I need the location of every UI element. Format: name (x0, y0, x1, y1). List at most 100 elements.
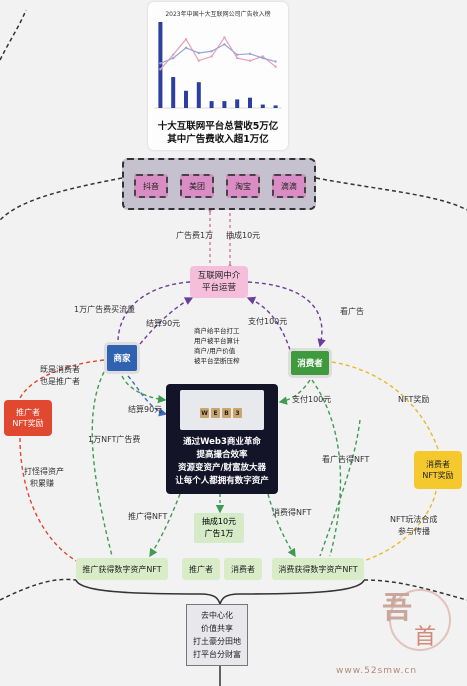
chart-point (248, 59, 252, 62)
watermark-url: www.52smw.cn (336, 666, 418, 676)
ad-revenue-chart-card: 2023年中国十大互联网公司广告收入榜 十大互联网平台总营收5万亿 其中广告费收… (148, 2, 288, 150)
platform-douyin: 抖音 (134, 174, 168, 198)
flow-merchant-settle (127, 375, 168, 417)
loop-left (19, 359, 105, 563)
chart-line (160, 43, 276, 64)
chart-point (172, 53, 175, 56)
tile-3: 3 (233, 408, 242, 418)
intermediary-line-1: 互联网中介 (197, 271, 241, 281)
promoter-line-2: NFT奖励 (12, 419, 44, 428)
flow-settle-90 (139, 297, 194, 345)
loop-right (331, 361, 439, 563)
values-box: 去中心化 价值共享 打土豪分田地 打平台分财富 (186, 604, 248, 666)
chart-point (236, 53, 239, 56)
label-consume-nft: 消费得NFT (272, 508, 312, 517)
value-1: 去中心化 (201, 611, 233, 620)
chart-point (274, 65, 277, 68)
chart-point (184, 38, 188, 41)
value-2: 价值共享 (201, 624, 233, 633)
chart-bar (260, 104, 265, 108)
label-promote-nft: 推广得NFT (128, 512, 168, 521)
intermediary-platform: 互联网中介 平台运营 (190, 266, 248, 298)
flow-watch-ad (247, 281, 326, 348)
chart-bar (222, 101, 227, 108)
chart-point (197, 59, 200, 62)
flow-consumer-nft (311, 379, 342, 557)
chart-point (172, 56, 175, 60)
problem-1: 商户给平台打工 (194, 327, 240, 335)
label-ad-fee: 广告费1万 (176, 231, 214, 240)
problem-3: 商户/用户价值 (194, 347, 236, 355)
core-line-3: 资源变资产/财富放大器 (177, 463, 267, 473)
platform-taobao: 淘宝 (226, 174, 260, 198)
chart-bar (184, 90, 188, 108)
core-line-4: 让每个人都拥有数字资产 (175, 476, 269, 486)
chart-point (261, 55, 264, 58)
chart-title: 2023年中国十大互联网公司广告收入榜 (165, 11, 271, 18)
tile-w: W (200, 408, 209, 418)
label-settle-90-mid: 结算90元 (128, 405, 163, 414)
chart-bar (235, 99, 240, 108)
chart-point (248, 52, 252, 56)
chart-bar (158, 22, 163, 108)
caption-line-2: 其中广告费收入超1万亿 (167, 134, 269, 145)
chart-bar (273, 105, 278, 108)
chart-point (261, 56, 264, 60)
value-3: 打土豪分田地 (193, 637, 241, 646)
flow-pay-100 (246, 296, 291, 351)
label-watch-ad: 看广告 (340, 307, 364, 316)
chart-point (274, 60, 277, 63)
arc-top-right (315, 177, 467, 211)
label-nft-play-2: 参与传播 (398, 527, 430, 536)
svg-text:首: 首 (414, 625, 436, 650)
label-both-roles-1: 既是消费者 (40, 365, 80, 374)
chart-point (159, 62, 162, 65)
chart-point (159, 68, 162, 71)
chart-point (210, 55, 213, 58)
label-watch-ad-nft: 看广告得NFT (322, 455, 370, 464)
flow-consumer-core (278, 379, 311, 405)
pool-line-1: 抽成10元 (201, 517, 237, 526)
chart-point (223, 43, 226, 46)
platform-meituan: 美团 (180, 174, 214, 198)
arc-top-left (0, 177, 123, 221)
label-both-roles-2: 也是推广者 (40, 377, 80, 386)
chart-bar (196, 82, 201, 108)
consumer-reward-line-2: NFT奖励 (422, 471, 454, 480)
chart-bar (171, 77, 176, 108)
chart-point (236, 56, 239, 60)
chart-point (197, 51, 200, 55)
chart-bar (248, 97, 252, 108)
label-pay-100-top: 支付100元 (248, 317, 288, 326)
flow-right-watch (319, 419, 361, 557)
label-settle-90-top: 结算90元 (146, 319, 181, 328)
flow-merchant-nft (91, 371, 113, 557)
label-gain-asset-1: 打怪得资产 (24, 467, 64, 476)
label-nft-play-1: NFT玩法合成 (390, 515, 438, 524)
consumer-small-box: 消费者 (224, 558, 262, 580)
label-ad-traffic: 1万广告费买流量 (74, 305, 136, 314)
chart-point (184, 46, 188, 49)
platform-didi: 滴滴 (272, 174, 306, 198)
tile-e: E (211, 408, 220, 418)
core-text: 通过Web3商业革命 提高撮合效率 资源变资产/财富放大器 让每个人都拥有数字资… (166, 436, 278, 488)
web3-tiles-image: W E B 3 (180, 390, 264, 430)
flow-core-consume (267, 493, 296, 558)
arc-bottom-right (363, 579, 467, 601)
svg-text:吾: 吾 (382, 591, 412, 626)
chart-point (223, 36, 226, 39)
problem-4: 被平台垄断压榨 (194, 357, 240, 365)
core-line-2: 提高撮合效率 (196, 450, 248, 460)
arc-bottom-left (0, 578, 77, 601)
chart-line (159, 36, 276, 70)
chart-point (210, 50, 213, 53)
arc-corner-left (0, 9, 27, 61)
intermediary-line-2: 平台运营 (201, 283, 236, 293)
revenue-pool: 抽成10元 广告1万 (194, 513, 244, 543)
value-4: 打平台分财富 (193, 650, 241, 659)
consumer-nft-asset-box: 消费获得数字资产NFT (272, 558, 364, 580)
promoter-reward-node: 推广者 NFT奖励 (4, 400, 52, 436)
merchant-node: 商家 (104, 342, 140, 374)
caption-line-1: 十大互联网平台总营收5万亿 (157, 121, 279, 132)
